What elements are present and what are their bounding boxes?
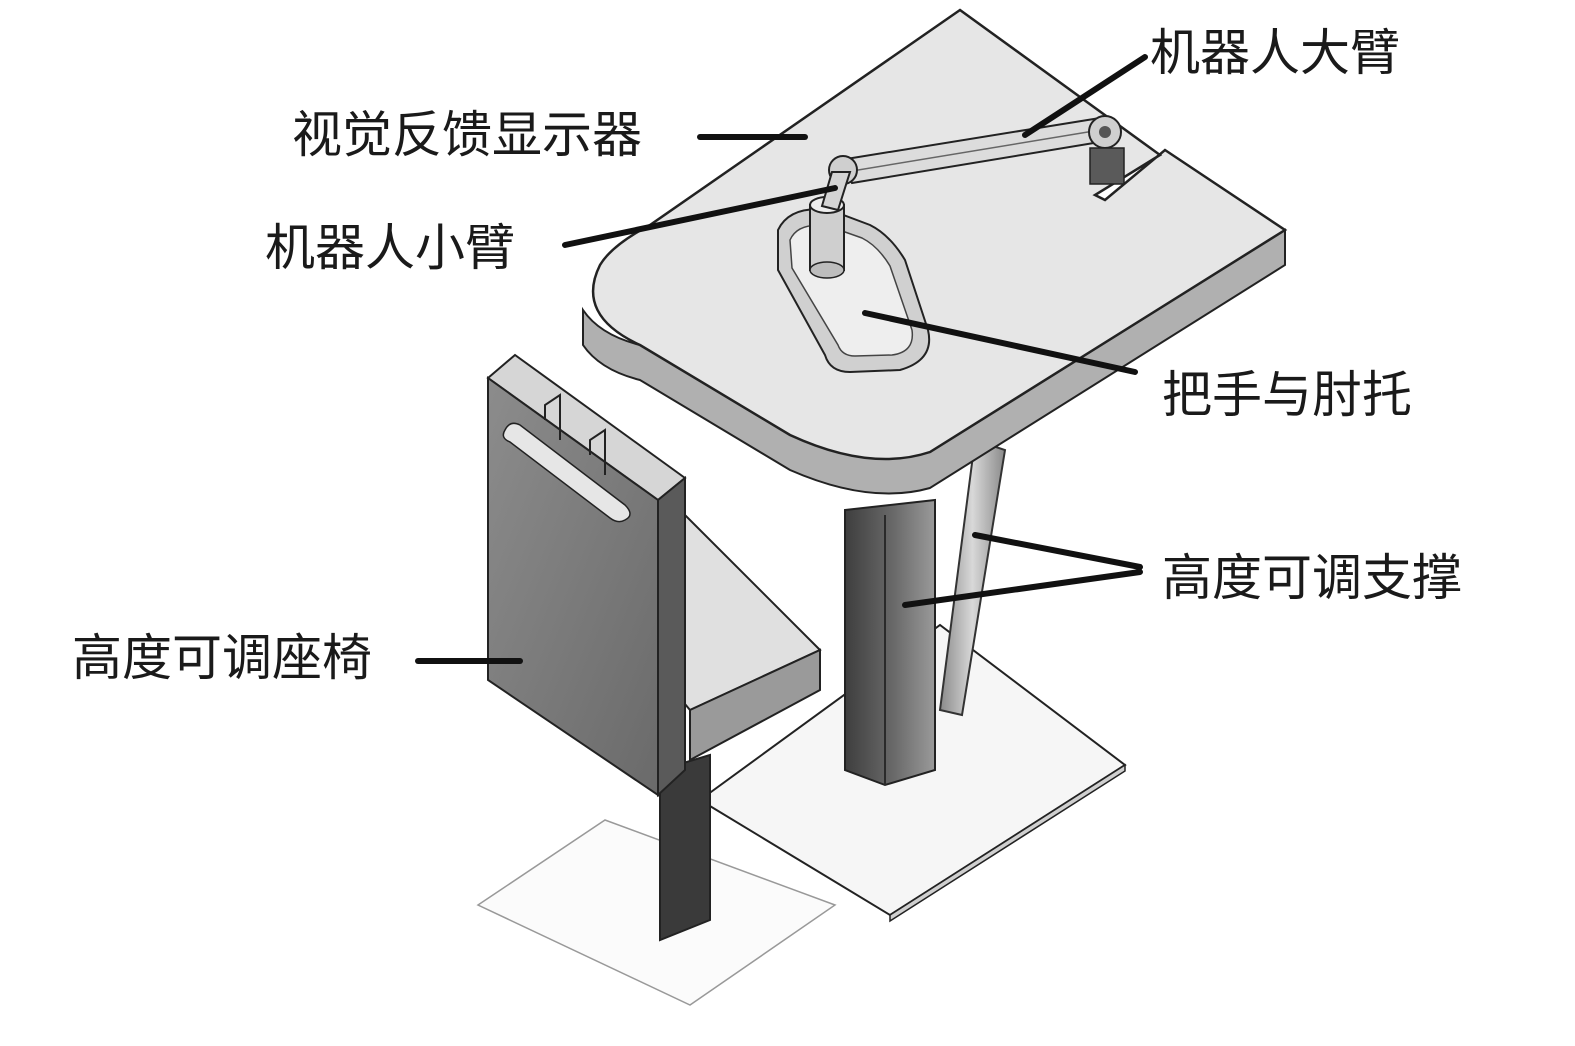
handle-cylinder	[809, 204, 845, 271]
chair-back-side	[657, 475, 686, 798]
chair-back-strap	[502, 422, 631, 523]
chair-column	[659, 753, 711, 942]
table-base-plate-edge	[889, 763, 1126, 923]
label-handle-elbow: 把手与肘托	[1162, 366, 1412, 424]
label-robot-upper-arm: 机器人大臂	[1150, 24, 1400, 82]
chair-seat-side	[689, 648, 821, 762]
robot-forearm	[820, 171, 852, 212]
label-adjustable-support: 高度可调支撑	[1162, 549, 1462, 607]
chair-base-plate	[476, 819, 837, 1006]
table-column	[844, 498, 936, 787]
label-robot-forearm: 机器人小臂	[265, 219, 515, 277]
label-adjustable-seat: 高度可调座椅	[72, 629, 372, 687]
label-visual-display: 视觉反馈显示器	[292, 106, 642, 164]
